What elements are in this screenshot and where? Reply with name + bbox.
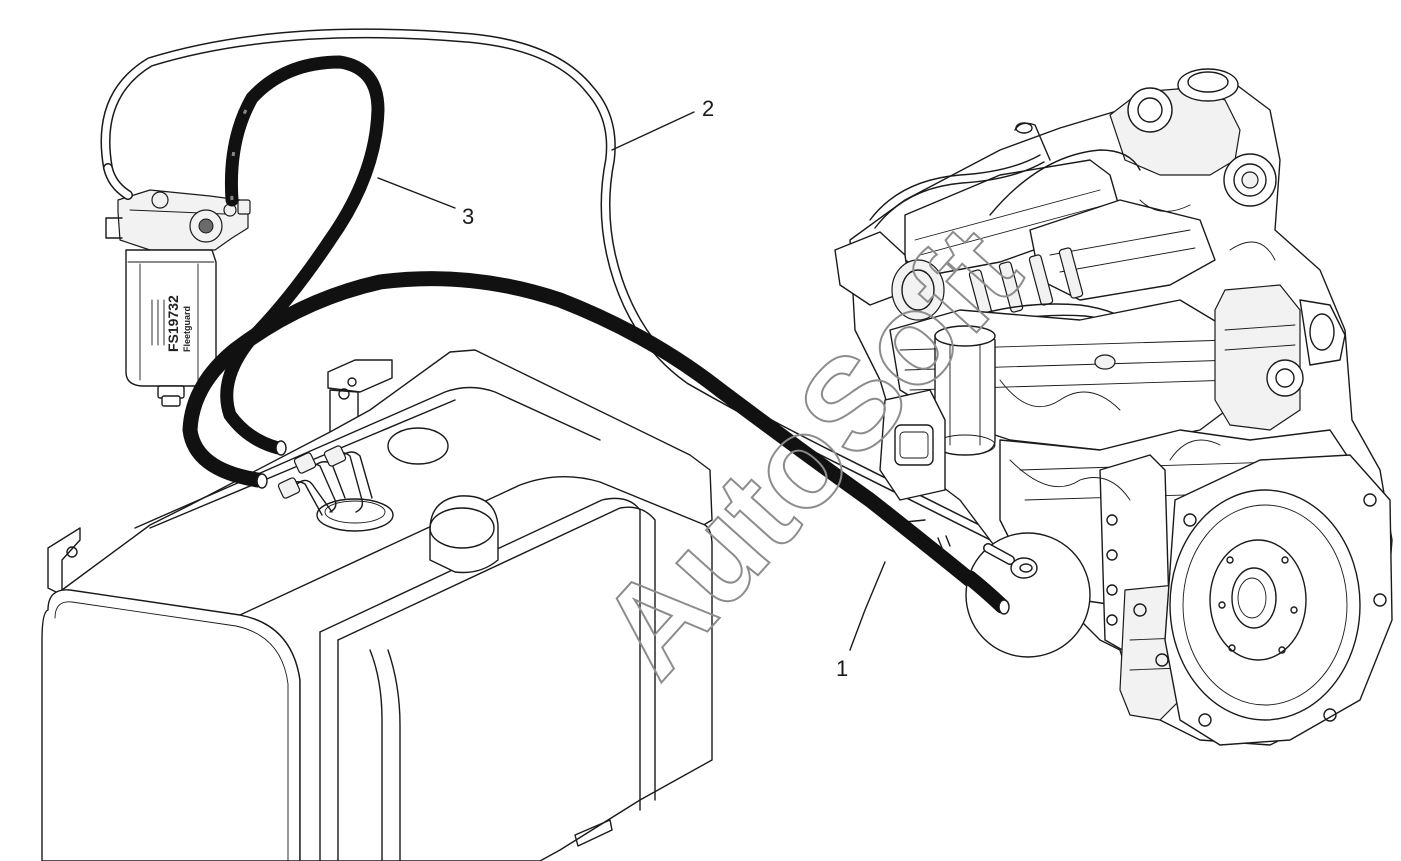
- filter-brand-label: Fleetguard: [182, 306, 192, 352]
- hose-3-supply-line: [220, 55, 385, 456]
- diesel-engine: [834, 68, 1393, 746]
- detail-zoom-circle: [962, 532, 1091, 658]
- callout-1: 1: [836, 561, 886, 681]
- oil-filter-module: [1214, 284, 1346, 431]
- flywheel-housing: [1164, 454, 1393, 746]
- hose-2-return-line: [100, 28, 1035, 562]
- high-pressure-pump: [934, 325, 996, 456]
- turbocharger: [1109, 68, 1277, 207]
- filter-model-label: FS19732: [165, 295, 181, 352]
- hose-1-feed-line: [182, 271, 1010, 614]
- fuel-tank: [41, 349, 713, 861]
- fuel-filter: FS19732 Fleetguard: [105, 189, 251, 407]
- callout-2: 2: [611, 96, 714, 151]
- callout-3: 3: [377, 177, 474, 229]
- callout-label-3: 3: [462, 204, 474, 229]
- callout-label-2: 2: [702, 96, 714, 121]
- callout-label-1: 1: [836, 656, 848, 681]
